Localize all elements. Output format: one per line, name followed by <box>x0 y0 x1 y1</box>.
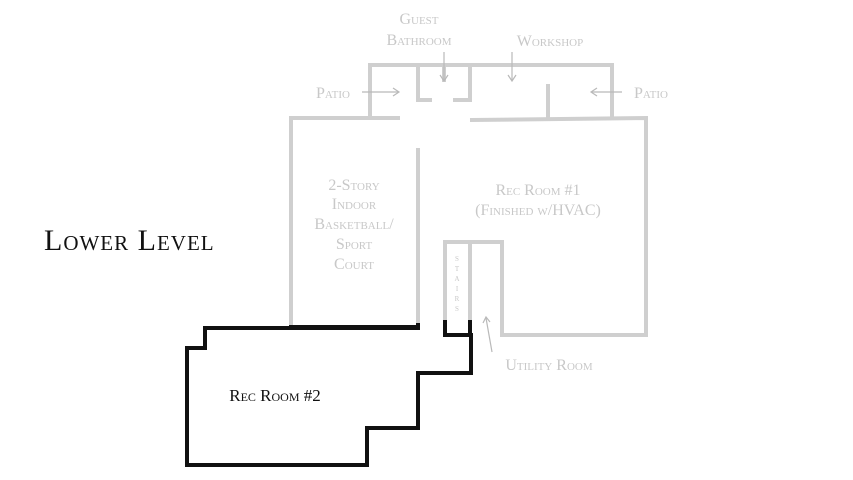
patio-right-label: Patio <box>634 85 668 102</box>
svg-text:Guest: Guest <box>399 11 438 28</box>
patio-left-label: Patio <box>316 85 350 102</box>
svg-text:I: I <box>456 285 459 293</box>
rec-room-1-outer-wall <box>469 115 648 337</box>
utility-room-arrowhead <box>482 315 491 324</box>
svg-text:A: A <box>454 275 459 283</box>
workshop-label: Workshop <box>517 33 583 50</box>
bathroom-workshop-top-wall <box>368 63 614 119</box>
utility-room-label: Utility Room <box>505 357 593 374</box>
svg-text:S: S <box>455 255 459 263</box>
patio-right-arrowhead <box>589 87 598 97</box>
workshop-arrowhead <box>507 74 517 83</box>
patio-left-arrowhead <box>392 87 401 97</box>
svg-text:Indoor: Indoor <box>332 196 377 213</box>
svg-text:S: S <box>455 305 459 313</box>
svg-text:Basketball/: Basketball/ <box>314 216 394 233</box>
page-title: Lower Level <box>44 224 215 257</box>
utility-room-arrow <box>485 317 493 353</box>
upper-walls <box>289 63 648 337</box>
svg-text:Bathroom: Bathroom <box>386 32 451 49</box>
svg-text:T: T <box>455 265 460 273</box>
svg-text:2-Story: 2-Story <box>328 177 379 194</box>
svg-text:(Finished w/HVAC): (Finished w/HVAC) <box>475 202 601 219</box>
svg-text:Sport: Sport <box>336 236 373 253</box>
rec-room-2-label: Rec Room #2 <box>229 386 321 405</box>
svg-text:Court: Court <box>334 256 374 273</box>
basketball-court-label: 2-Story Indoor Basketball/ Sport Court <box>314 177 394 273</box>
rec-room-2-wall <box>185 326 473 467</box>
stairs-label: S T A I R S <box>454 255 459 313</box>
court-outer-wall <box>289 116 400 329</box>
rec-room-1-label: Rec Room #1 (Finished w/HVAC) <box>475 182 601 219</box>
svg-text:R: R <box>455 295 460 303</box>
stairs-bottom-dark <box>443 320 473 337</box>
stairs-outline <box>443 240 504 337</box>
svg-text:Rec Room #1: Rec Room #1 <box>495 182 580 199</box>
guest-bathroom-label: Guest Bathroom <box>386 11 451 49</box>
guest-bathroom-arrowhead <box>439 74 449 83</box>
